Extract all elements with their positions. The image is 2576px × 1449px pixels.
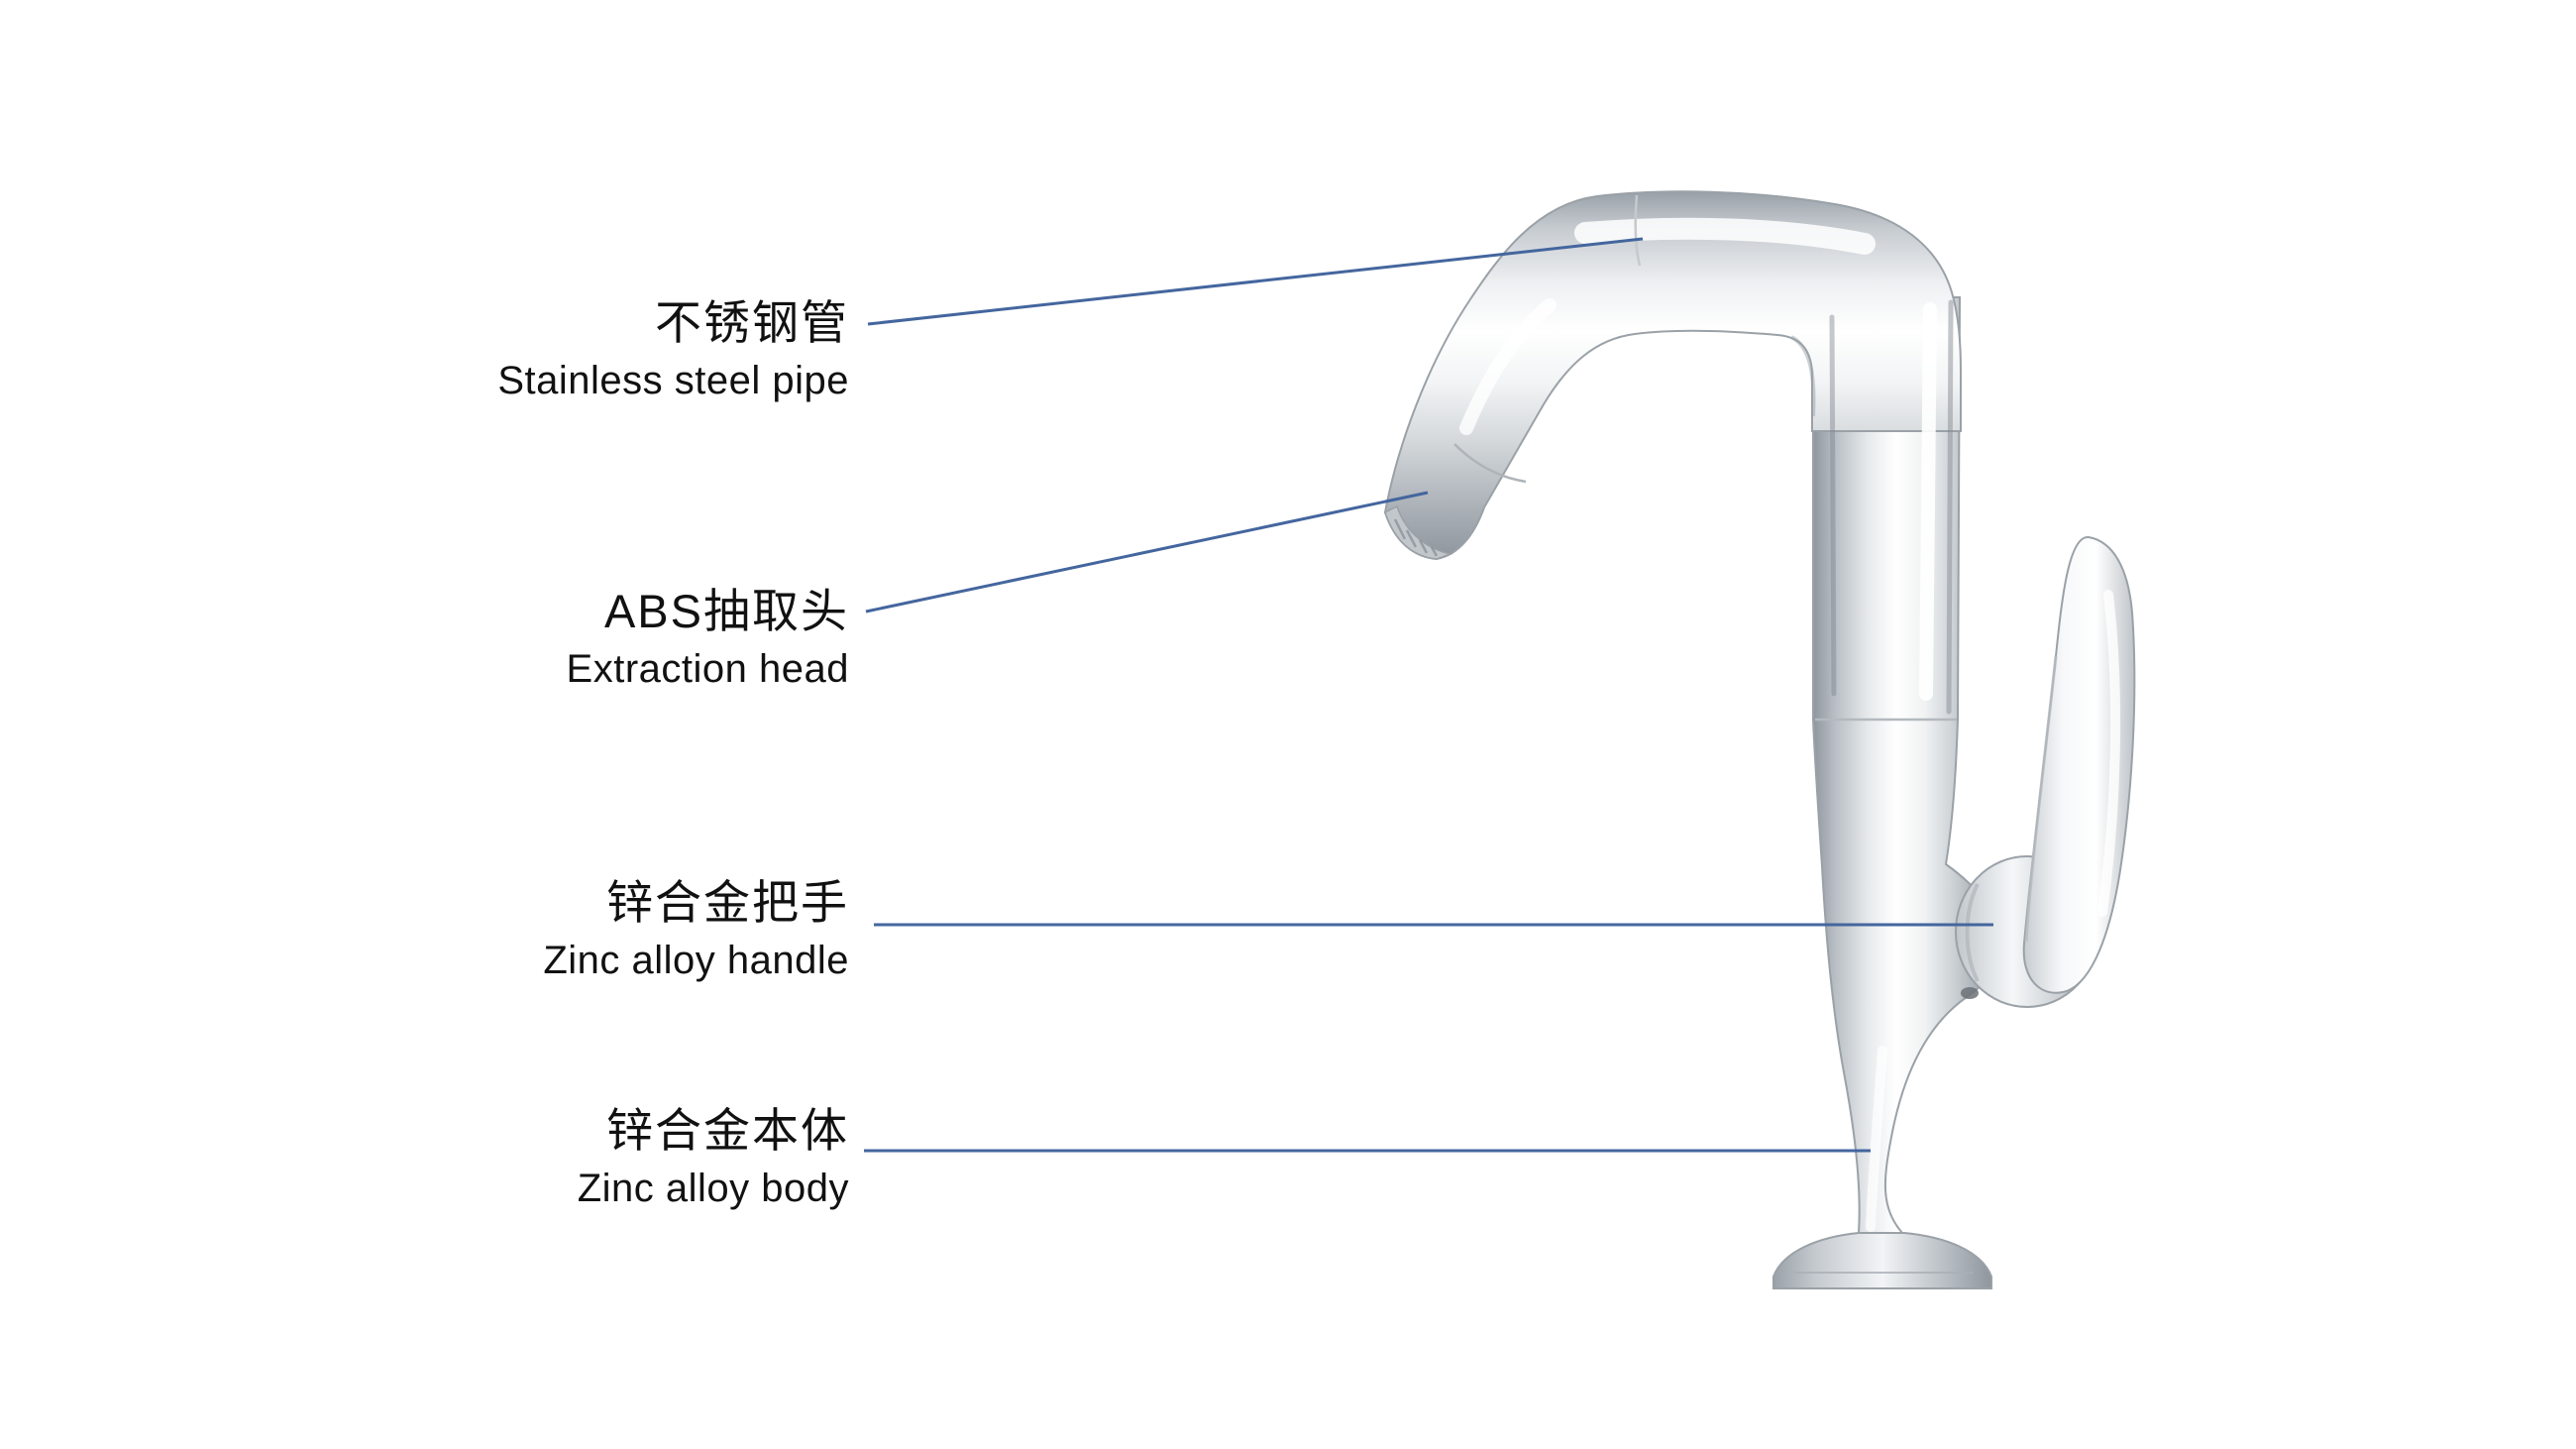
label-zh-extraction-head: ABS抽取头 — [603, 585, 849, 637]
body-highlight — [1866, 1046, 1887, 1232]
pipe-highlight — [1919, 302, 1937, 701]
leader-line-extraction-head — [865, 491, 1429, 613]
nozzle-ridge — [1430, 546, 1439, 557]
label-zinc-alloy-handle: 锌合金把手 Zinc alloy handle — [374, 874, 849, 985]
label-zinc-alloy-body: 锌合金本体 Zinc alloy body — [374, 1102, 849, 1213]
faucet-illustration — [1383, 190, 2136, 1289]
leader-line-stainless-steel-pipe — [867, 237, 1644, 326]
faucet-base — [1772, 1232, 1992, 1289]
label-en-zinc-alloy-handle: Zinc alloy handle — [543, 939, 849, 982]
spout-drop-highlight — [1459, 298, 1556, 435]
label-zh-stainless-steel-pipe: 不锈钢管 — [655, 296, 849, 349]
spout-top-highlight — [1574, 217, 1876, 255]
nozzle-ridge — [1418, 539, 1429, 554]
pipe-edge-shading — [1946, 299, 1954, 715]
label-zh-zinc-alloy-handle: 锌合金把手 — [606, 876, 849, 929]
faucet-spout — [1383, 190, 1962, 561]
leader-lines — [864, 237, 1993, 1153]
faucet-body — [1812, 296, 2000, 1234]
lever-edge-shading — [2024, 655, 2058, 943]
label-en-stainless-steel-pipe: Stainless steel pipe — [497, 359, 849, 402]
label-en-zinc-alloy-body: Zinc alloy body — [577, 1167, 849, 1210]
lever-highlight — [2097, 590, 2121, 917]
set-screw-dot — [1961, 987, 1979, 999]
nozzle-ridge — [1405, 529, 1418, 548]
label-extraction-head: ABS抽取头 Extraction head — [374, 583, 849, 694]
nozzle-ridge — [1393, 518, 1407, 540]
pipe-seam-line — [1634, 194, 1642, 267]
label-en-extraction-head: Extraction head — [566, 647, 849, 691]
cap-shading — [1965, 883, 1980, 982]
spout-inner-shadow — [1789, 335, 1816, 417]
label-stainless-steel-pipe: 不锈钢管 Stainless steel pipe — [374, 294, 849, 405]
label-zh-zinc-alloy-body: 锌合金本体 — [606, 1104, 849, 1157]
head-seam-line — [1453, 443, 1527, 484]
pipe-shading — [1829, 314, 1837, 697]
nozzle-face — [1384, 504, 1453, 560]
